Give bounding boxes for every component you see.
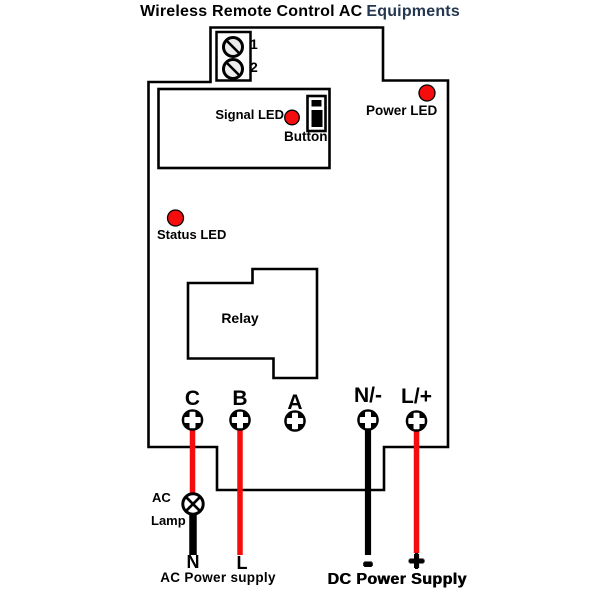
power-led-label: Power LED: [366, 103, 438, 118]
signal-led-label: Signal LED: [215, 107, 284, 122]
terminal-screw-icon: [284, 410, 306, 432]
status-led-label: Status LED: [157, 227, 227, 242]
terminal-label-a: A: [287, 391, 303, 414]
dc-power-supply-caption: DC Power Supply: [327, 571, 467, 588]
dc-positive-label: +: [408, 545, 425, 576]
relay-outline: [186, 267, 319, 380]
terminal-label-n-minus: N/-: [354, 384, 382, 407]
button-icon: [306, 94, 327, 133]
lamp-icon: [181, 492, 205, 516]
relay-label: Relay: [221, 310, 259, 326]
terminal-screw-icon: [405, 410, 428, 432]
terminal-screw-icon: [229, 409, 251, 431]
title-accent: Equipments: [366, 3, 460, 20]
terminal-label-c: C: [184, 387, 201, 410]
screw-icon: [222, 58, 244, 80]
title-main: Wireless Remote Control AC: [140, 3, 363, 20]
ac-neutral-label: N: [186, 552, 200, 572]
terminal-screw-icon: [357, 409, 379, 431]
dc-negative-label: -: [363, 546, 373, 579]
ac-lamp-label-bottom: Lamp: [151, 513, 186, 528]
antenna-terminal-label-1: 1: [250, 36, 258, 52]
status-led-icon: [166, 209, 185, 227]
ac-lamp-label-top: AC: [152, 490, 171, 505]
ac-power-supply-caption: AC Power supply: [160, 570, 276, 585]
antenna-terminal-label-2: 2: [250, 59, 258, 75]
screw-icon: [222, 36, 244, 58]
button-label: Button: [284, 129, 328, 144]
terminal-label-l-plus: L/+: [401, 385, 432, 408]
terminal-screw-icon: [181, 409, 204, 431]
signal-led-icon: [284, 109, 300, 126]
terminal-label-b: B: [232, 387, 248, 410]
power-led-icon: [418, 84, 436, 102]
ac-live-label: L: [236, 553, 248, 573]
receiver-module-box: [157, 87, 331, 170]
